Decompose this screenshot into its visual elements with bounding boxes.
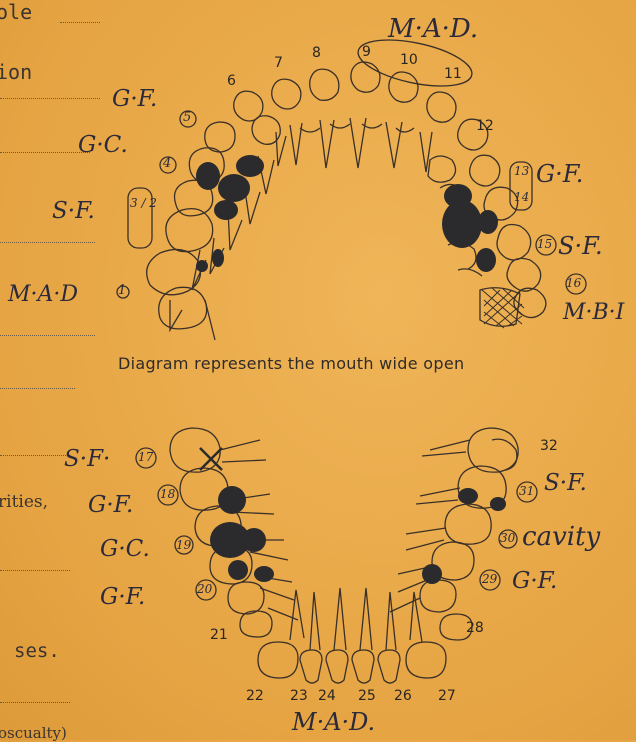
tooth-number: 7 (274, 55, 283, 71)
annotation-num: 19 (176, 538, 191, 552)
tooth-number: 8 (312, 45, 321, 61)
annotation-num: 15 (537, 237, 552, 251)
upper-arch (147, 62, 546, 340)
annotation-num: 3 / 2 (130, 196, 157, 210)
annotation-mbi-upper-right: M·B·I (563, 300, 624, 325)
annotation-gf-lower-right: G·F. (512, 568, 557, 594)
annotation-sf-upper-left: S·F. (52, 198, 95, 224)
annotation-gf-lower-left: G·F. (88, 492, 133, 518)
annotation-num: 5 (183, 110, 191, 125)
tooth-number: 27 (438, 688, 456, 704)
tooth-number: 24 (318, 688, 336, 704)
annotation-num: 4 (163, 156, 171, 171)
tooth-number: 28 (466, 620, 484, 636)
diagram-caption: Diagram represents the mouth wide open (118, 354, 464, 373)
annotation-num: 16 (566, 276, 581, 290)
tooth-number: 25 (358, 688, 376, 704)
tooth-number: 11 (444, 66, 462, 82)
annotation-num: 30 (500, 531, 515, 545)
tooth-number: 9 (362, 44, 371, 60)
tooth-number: 32 (540, 438, 558, 454)
tooth-number: 22 (246, 688, 264, 704)
annotation-gf-upper-left: G·F. (112, 86, 157, 112)
annotation-gf-upper-right: G·F. (536, 160, 583, 188)
annotation-lower-front: M·A·D. (292, 708, 375, 736)
tooth-number: 12 (476, 118, 494, 134)
annotation-gc-upper-left: G·C. (78, 132, 128, 158)
tooth-number: 21 (210, 627, 228, 643)
tooth-number: 6 (227, 73, 236, 89)
annotation-cavity-lower-right: cavity (522, 522, 600, 552)
annotation-num: 1 (118, 283, 126, 298)
annotation-sf-upper-right: S·F. (558, 232, 603, 260)
annotation-gc-lower-left: G·C. (100, 536, 150, 562)
annotation-gf-lower-left-2: G·F. (100, 584, 145, 610)
hatched-tooth (482, 288, 524, 328)
annotation-sf-lower-left: S·F· (64, 446, 110, 472)
annotation-upper-front: M·A·D. (388, 14, 478, 44)
annotation-num: 29 (482, 572, 497, 586)
annotation-num: 13 (514, 164, 529, 178)
annotation-mad-upper-left: M·A·D (8, 282, 78, 307)
annotation-sf-lower-right: S·F. (544, 470, 587, 496)
annotation-num: 14 (514, 190, 529, 204)
annotation-num: 17 (138, 450, 153, 464)
annotation-num: 31 (519, 484, 534, 498)
tooth-number: 26 (394, 688, 412, 704)
annotation-num: 18 (160, 487, 175, 501)
annotation-num: 20 (197, 582, 212, 596)
tooth-number: 10 (400, 52, 418, 68)
tooth-number: 23 (290, 688, 308, 704)
